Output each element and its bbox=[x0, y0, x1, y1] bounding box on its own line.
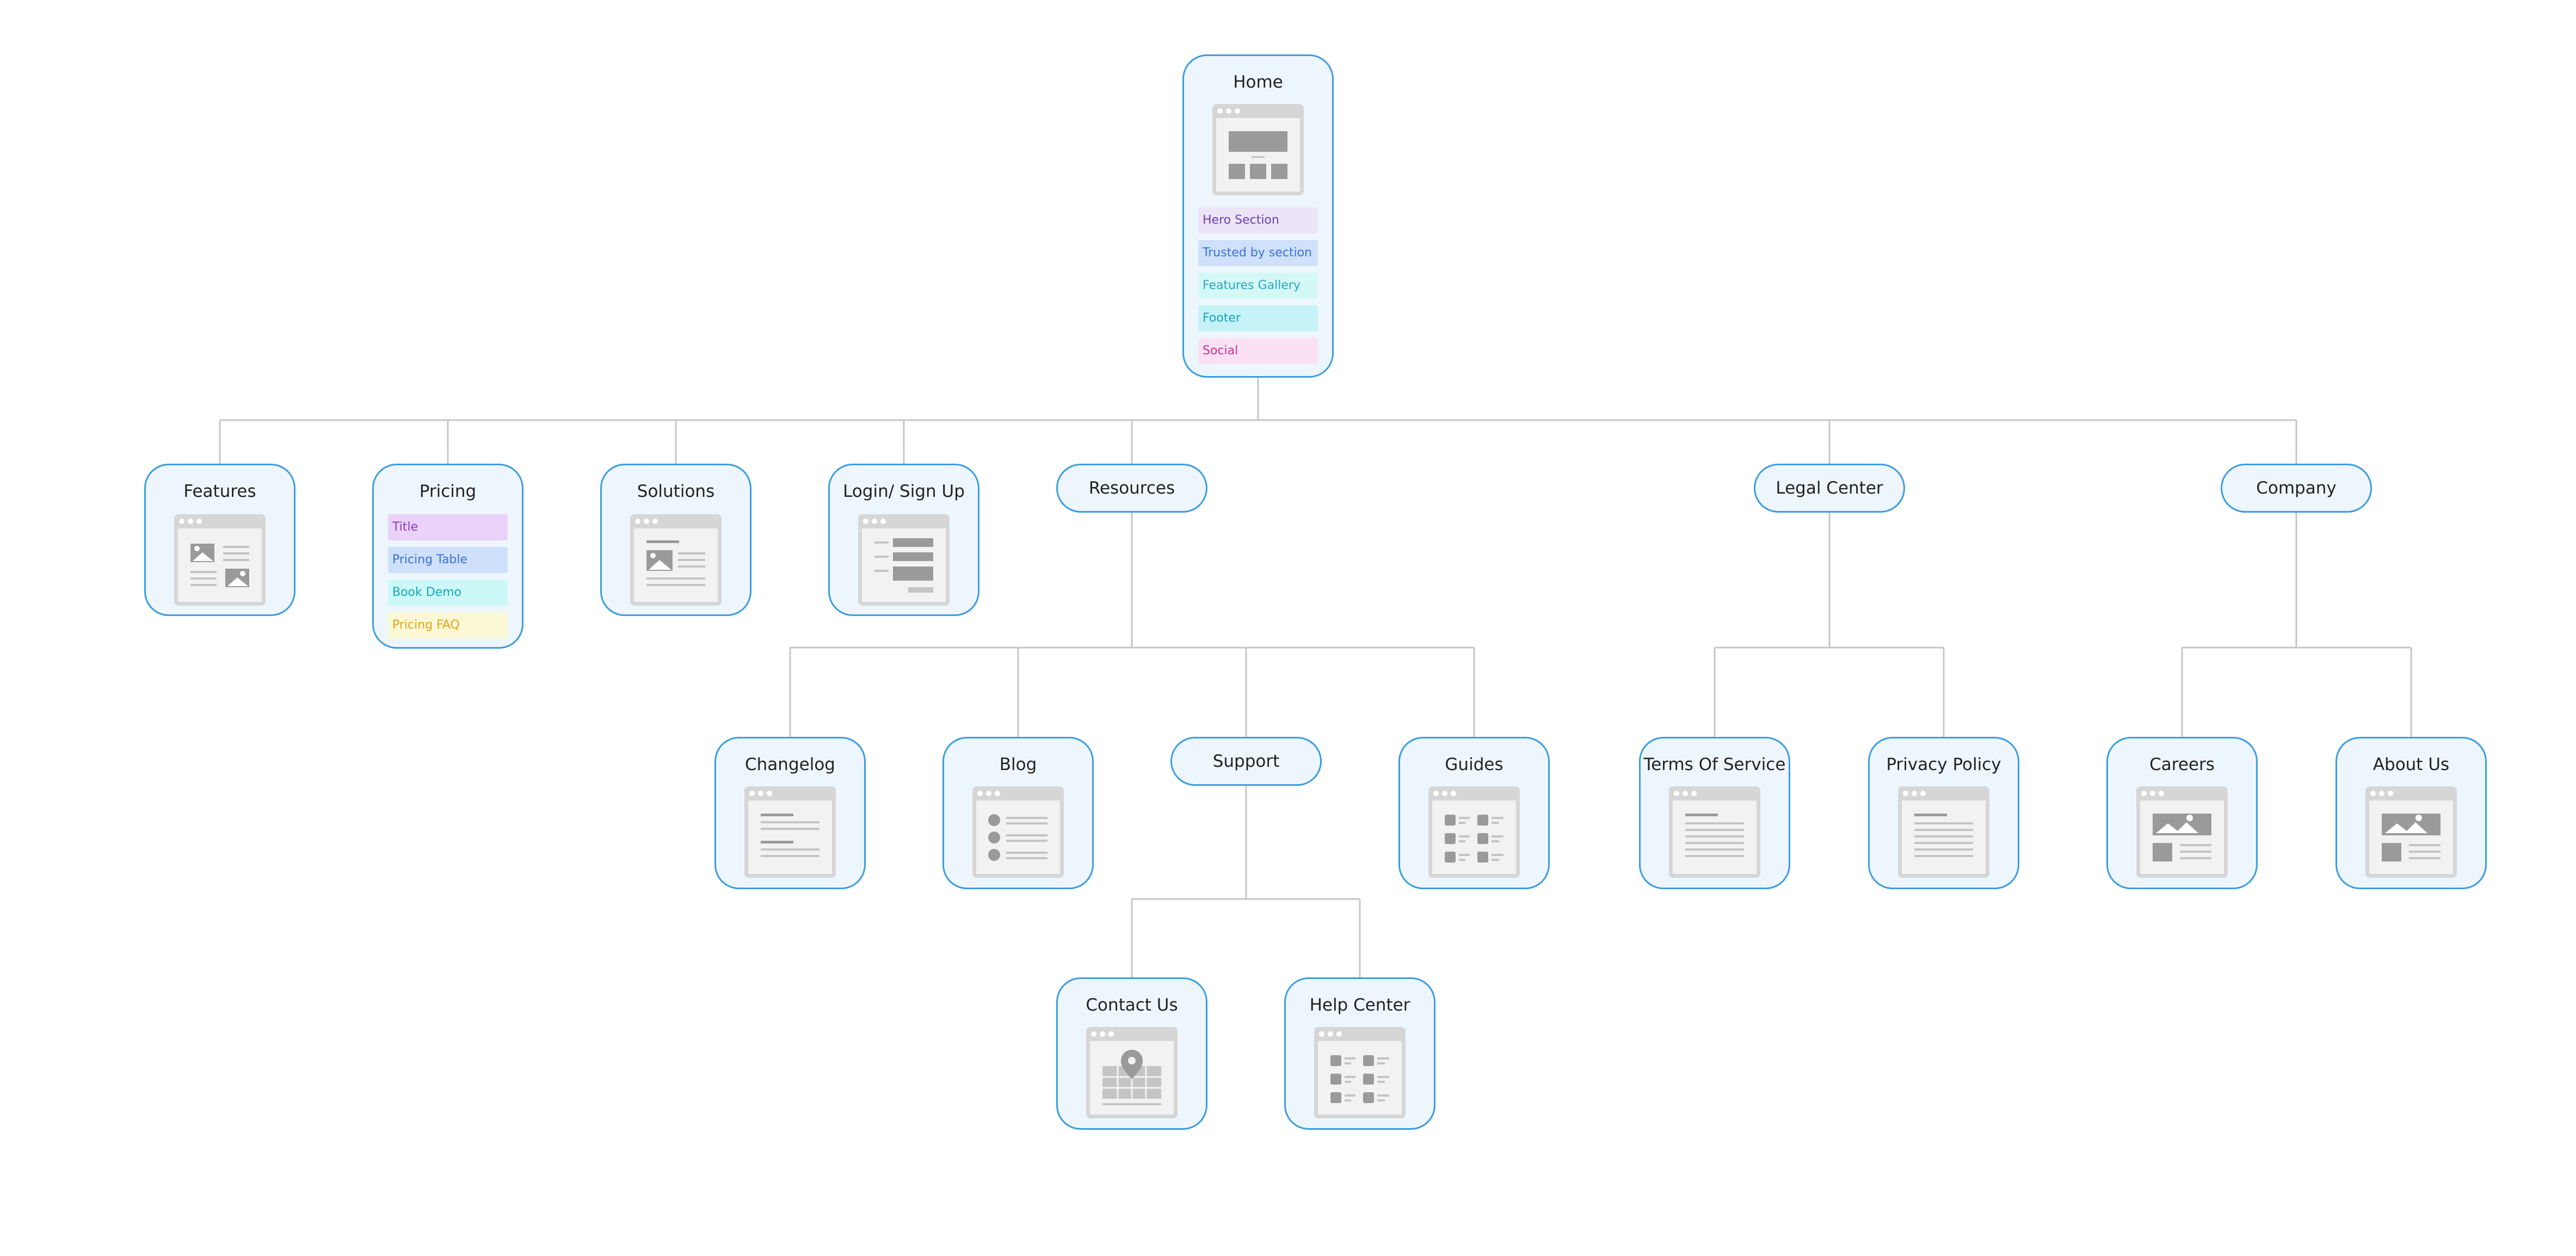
node-title: Solutions bbox=[637, 482, 715, 501]
form-page-icon bbox=[858, 514, 950, 606]
node-support[interactable]: Support bbox=[1170, 737, 1322, 786]
node-title: Login/ Sign Up bbox=[843, 482, 965, 501]
node-title: Privacy Policy bbox=[1886, 755, 2001, 774]
node-resources[interactable]: Resources bbox=[1056, 464, 1207, 513]
node-solutions[interactable]: Solutions bbox=[600, 464, 751, 616]
banner-page-icon bbox=[2365, 786, 2457, 878]
text-document-icon bbox=[1669, 786, 1760, 878]
image-article-page-icon bbox=[630, 514, 722, 606]
node-help-center[interactable]: Help Center bbox=[1284, 977, 1435, 1130]
pricing-section-2[interactable]: Book Demo bbox=[388, 580, 508, 606]
node-changelog[interactable]: Changelog bbox=[714, 737, 866, 889]
homepage-wireframe-icon bbox=[1212, 104, 1304, 195]
node-features[interactable]: Features bbox=[144, 464, 295, 616]
home-section-4[interactable]: Social bbox=[1198, 338, 1318, 364]
node-login[interactable]: Login/ Sign Up bbox=[828, 464, 979, 616]
node-legal-center[interactable]: Legal Center bbox=[1754, 464, 1905, 513]
node-title: Contact Us bbox=[1086, 995, 1178, 1015]
node-title: Home bbox=[1233, 72, 1283, 92]
home-section-3[interactable]: Footer bbox=[1198, 305, 1318, 331]
node-title: Company bbox=[2256, 478, 2337, 498]
node-title: About Us bbox=[2372, 755, 2450, 774]
node-title: Support bbox=[1212, 752, 1280, 771]
pricing-section-1[interactable]: Pricing Table bbox=[388, 547, 508, 573]
node-company[interactable]: Company bbox=[2221, 464, 2372, 513]
grid-list-page-icon bbox=[1428, 786, 1520, 878]
node-title: Pricing bbox=[419, 482, 477, 501]
node-title: Legal Center bbox=[1776, 478, 1883, 498]
home-section-0[interactable]: Hero Section bbox=[1198, 207, 1318, 233]
node-contact-us[interactable]: Contact Us bbox=[1056, 977, 1207, 1130]
node-title: Terms Of Service bbox=[1643, 755, 1786, 774]
node-blog[interactable]: Blog bbox=[942, 737, 1094, 889]
home-section-2[interactable]: Features Gallery bbox=[1198, 273, 1318, 299]
node-guides[interactable]: Guides bbox=[1398, 737, 1550, 889]
node-title: Features bbox=[183, 482, 256, 501]
node-title: Help Center bbox=[1309, 995, 1410, 1015]
node-title: Blog bbox=[999, 755, 1037, 774]
bulleted-list-page-icon bbox=[972, 786, 1064, 878]
text-document-icon bbox=[1898, 786, 1989, 878]
map-pin-page-icon bbox=[1086, 1027, 1178, 1118]
node-title: Guides bbox=[1445, 755, 1503, 774]
pricing-section-3[interactable]: Pricing FAQ bbox=[388, 612, 508, 638]
grid-list-page-icon bbox=[1314, 1027, 1406, 1118]
banner-page-icon bbox=[2136, 786, 2228, 878]
home-section-1[interactable]: Trusted by section bbox=[1198, 240, 1318, 266]
node-privacy-policy[interactable]: Privacy Policy bbox=[1868, 737, 2019, 889]
node-title: Resources bbox=[1088, 478, 1175, 498]
node-terms-of-service[interactable]: Terms Of Service bbox=[1639, 737, 1790, 889]
pricing-section-0[interactable]: Title bbox=[388, 514, 508, 540]
image-text-page-icon bbox=[174, 514, 266, 606]
node-careers[interactable]: Careers bbox=[2106, 737, 2258, 889]
node-about-us[interactable]: About Us bbox=[2335, 737, 2487, 889]
node-title: Careers bbox=[2149, 755, 2215, 774]
text-document-icon bbox=[744, 786, 836, 878]
node-title: Changelog bbox=[745, 755, 835, 774]
